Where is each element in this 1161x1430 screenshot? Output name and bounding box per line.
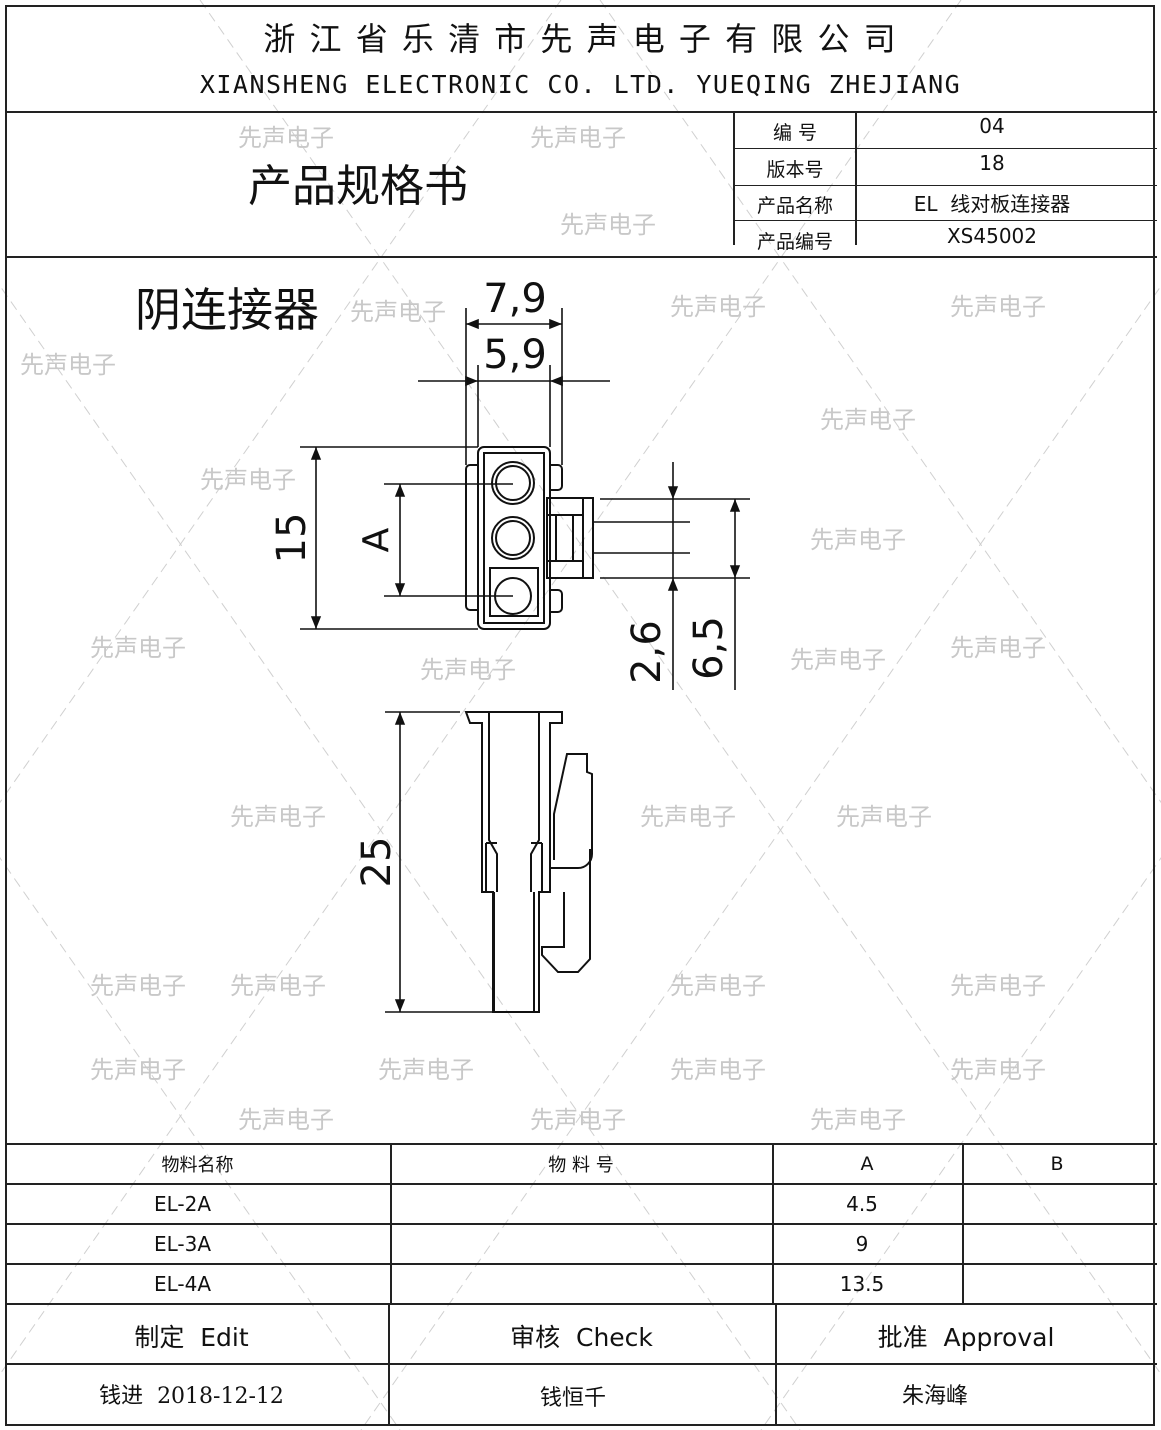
material-name: EL-2A: [153, 1192, 212, 1216]
info-label: 版本号: [766, 159, 824, 181]
watermark: 先声电子: [230, 972, 326, 1000]
watermark: 先声电子: [820, 406, 916, 434]
watermark: 先声电子: [238, 124, 334, 152]
column-header: 物 料 号: [548, 1155, 614, 1176]
drawing-title: 阴连接器: [135, 283, 319, 337]
info-value: 18: [979, 151, 1005, 175]
document-title: 产品规格书: [248, 161, 468, 212]
watermark: 先声电子: [200, 466, 296, 494]
watermark: 先声电子: [640, 803, 736, 831]
watermark: 先声电子: [950, 972, 1046, 1000]
divider: [5, 111, 1157, 113]
company-name-cn: 浙 江 省 乐 清 市 先 声 电 子 有 限 公 司: [263, 20, 898, 58]
side-view: [464, 711, 593, 1013]
watermark: 先声电子: [950, 634, 1046, 662]
watermark: 先声电子: [90, 1056, 186, 1084]
dim-pitch: A: [356, 527, 397, 552]
watermark: 先声电子: [810, 526, 906, 554]
watermark: 先声电子: [670, 1056, 766, 1084]
watermark: 先声电子: [238, 1106, 334, 1134]
column-header: B: [1050, 1153, 1064, 1175]
watermark: 先声电子: [530, 124, 626, 152]
dim-outer-width: 7,9: [483, 276, 547, 322]
column-header: 物料名称: [161, 1155, 234, 1176]
watermark: 先声电子: [230, 803, 326, 831]
watermark: 先声电子: [950, 1056, 1046, 1084]
info-label: 产品名称: [756, 195, 833, 217]
front-view: [465, 446, 594, 630]
watermark: 先声电子: [378, 1056, 474, 1084]
dimension-labels: 7,9 5,9 15 A 2,6 6,5 25: [269, 276, 732, 887]
watermark: 先声电子: [90, 634, 186, 662]
watermark: 先声电子: [560, 211, 656, 239]
material-name: EL-4A: [153, 1272, 212, 1296]
watermark: 先声电子: [836, 803, 932, 831]
info-label: 产品编号: [756, 231, 833, 253]
check-label: 审核 Check: [510, 1323, 653, 1352]
info-value: 04: [979, 114, 1005, 138]
dim-height: 15: [269, 513, 315, 564]
info-value: EL 线对板连接器: [913, 192, 1071, 216]
watermark: 先声电子: [90, 972, 186, 1000]
watermark: 先声电子: [670, 972, 766, 1000]
column-header: A: [860, 1153, 874, 1175]
checker-name: 钱恒千: [539, 1386, 606, 1411]
watermark: 先声电子: [790, 646, 886, 674]
company-name-en: XIANSHENG ELECTRONIC CO. LTD. YUEQING ZH…: [199, 70, 962, 99]
material-name: EL-3A: [153, 1232, 212, 1256]
dim-latch-width: 6,5: [686, 616, 732, 680]
watermark: 先声电子: [670, 293, 766, 321]
dim-length: 25: [354, 837, 400, 888]
approval-label: 批准 Approval: [877, 1323, 1055, 1352]
value-a: 9: [855, 1232, 869, 1256]
watermark: 先声电子: [420, 656, 516, 684]
dimension-lines: [300, 308, 750, 1013]
dim-latch-gap: 2,6: [624, 620, 670, 684]
info-value: XS45002: [946, 224, 1038, 248]
value-a: 4.5: [846, 1192, 878, 1216]
approver-name: 朱海峰: [901, 1384, 968, 1409]
editor-name-date: 钱进 2018-12-12: [99, 1384, 284, 1409]
watermark: 先声电子: [350, 298, 446, 326]
value-a: 13.5: [839, 1272, 885, 1296]
info-label: 编 号: [772, 122, 818, 144]
watermark: 先声电子: [20, 351, 116, 379]
watermark: 先声电子: [530, 1106, 626, 1134]
edit-label: 制定 Edit: [134, 1323, 249, 1352]
watermark: 先声电子: [950, 293, 1046, 321]
page-frame: [5, 5, 1155, 1426]
watermark: 先声电子: [810, 1106, 906, 1134]
divider: [5, 256, 1157, 258]
dim-inner-width: 5,9: [483, 332, 547, 378]
